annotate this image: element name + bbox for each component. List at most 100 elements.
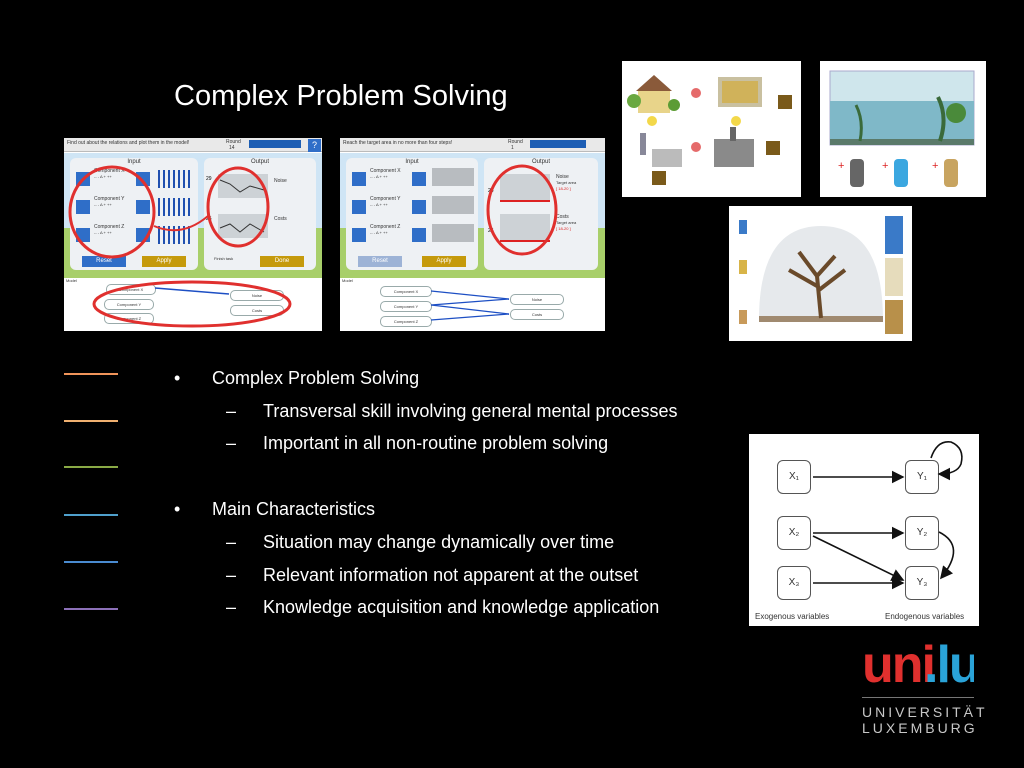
svg-text:+: + xyxy=(882,160,888,172)
output-panel: Output 29 25 Noise Costs Finish task Don… xyxy=(204,158,316,270)
reset-button: Reset xyxy=(82,256,126,267)
accent-line-1 xyxy=(64,373,118,375)
stepper-x: -- - Δ + ++ xyxy=(370,174,388,179)
help-button: ? xyxy=(308,139,321,152)
minus-button xyxy=(76,200,90,214)
bullet-mark: • xyxy=(174,499,181,519)
accent-line-4 xyxy=(64,514,118,516)
stepper-y: -- - Δ + ++ xyxy=(94,202,112,207)
output-name-noise: Noise xyxy=(556,174,569,180)
logo-text-lu: .lu xyxy=(924,636,974,688)
tree-illustration xyxy=(739,216,903,334)
sub-bullet-text: Situation may change dynamically over ti… xyxy=(263,532,615,552)
input-label: Input xyxy=(127,159,141,165)
model-node-x: Component X xyxy=(106,284,156,295)
output-name-noise: Noise xyxy=(274,178,287,184)
node-x3: X₃ xyxy=(777,566,811,600)
accent-line-6 xyxy=(64,608,118,610)
node-y3: Y₃ xyxy=(905,566,939,600)
endogenous-label: Endogenous variables xyxy=(885,612,965,621)
output-name-costs: Costs xyxy=(556,214,569,220)
output-label: Output xyxy=(531,159,550,165)
accent-line-5 xyxy=(64,561,118,563)
model-label: Model xyxy=(66,278,77,283)
round-value: 14 xyxy=(229,145,235,151)
apply-button: Apply xyxy=(422,256,466,267)
logo-text-uni: uni xyxy=(862,636,934,688)
uni-lu-mark: uni .lu xyxy=(862,636,981,694)
minus-button xyxy=(352,200,366,214)
scenario-image-aquarium: + + + xyxy=(820,61,986,197)
input-history xyxy=(432,168,474,248)
component-label-x: Component X xyxy=(370,168,401,174)
minus-button xyxy=(352,172,366,186)
target-area-value: [ 18-20 ] xyxy=(556,186,571,191)
minus-button xyxy=(352,228,366,242)
costs-trend-line xyxy=(219,223,265,233)
plus-button xyxy=(136,200,150,214)
finish-task-label: Finish task xyxy=(214,256,234,261)
progress-bar xyxy=(249,140,301,148)
logo-line-1: UNIVERSITÄT xyxy=(862,704,988,720)
target-area-label: Target area xyxy=(556,180,577,185)
node-y2: Y₂ xyxy=(905,516,939,550)
target-area-label: Target area xyxy=(556,220,577,225)
logo-divider xyxy=(862,697,974,698)
sub-bullet-mark: – xyxy=(226,597,237,617)
output-label: Output xyxy=(250,159,269,165)
component-label-z: Component Z xyxy=(370,224,401,230)
node-x1: X₁ xyxy=(777,460,811,494)
output-chart-noise xyxy=(500,174,550,202)
model-node-y: Component Y xyxy=(380,301,432,312)
input-history-y xyxy=(158,198,192,216)
aquarium-illustration: + + + xyxy=(829,70,975,187)
sub-bullet-text: Important in all non-routine problem sol… xyxy=(263,433,609,453)
model-node-costs: Costs xyxy=(510,309,564,320)
bullet-text: Main Characteristics xyxy=(212,499,376,519)
stepper-z: -- - Δ + ++ xyxy=(94,230,112,235)
annotation-overlay xyxy=(430,164,558,321)
noise-trend-line xyxy=(219,179,265,193)
target-area-value: [ 18-20 ] xyxy=(556,226,571,231)
accent-line-2 xyxy=(64,420,118,422)
progress-bar xyxy=(530,140,586,148)
reset-button: Reset xyxy=(358,256,402,267)
sim-screenshot-2: Reach the target area in no more than fo… xyxy=(340,138,605,331)
causal-diagram: X₁ X₂ X₃ Y₁ Y₂ Y₃ Exogenous variables En… xyxy=(749,434,979,626)
stepper-x: -- - Δ + ++ xyxy=(94,174,112,179)
input-history-x xyxy=(158,170,192,188)
university-logo: uni .lu UNIVERSITÄT LUXEMBURG xyxy=(862,636,988,736)
component-label-y: Component Y xyxy=(370,196,401,202)
sub-bullet-mark: – xyxy=(226,565,237,585)
model-label: Model xyxy=(342,278,353,283)
stepper-y: -- - Δ + ++ xyxy=(370,202,388,207)
plus-button xyxy=(412,172,426,186)
component-label-y: Component Y xyxy=(94,196,125,202)
round-label: Round xyxy=(226,139,241,145)
plus-button xyxy=(412,228,426,242)
output-panel: Output 25 25 Noise Target area [ 18-20 ]… xyxy=(484,158,598,270)
component-label-x: Component X xyxy=(94,168,125,174)
sub-bullet-mark: – xyxy=(226,532,237,552)
scenario-image-tree xyxy=(729,206,912,341)
logo-line-2: LUXEMBURG xyxy=(862,720,978,736)
bullet-mark: • xyxy=(174,368,181,388)
sub-bullet-text: Transversal skill involving general ment… xyxy=(263,401,678,421)
round-value: 1 xyxy=(511,145,514,151)
output-name-costs: Costs xyxy=(274,216,287,222)
model-node-noise: Noise xyxy=(510,294,564,305)
sub-bullet-mark: – xyxy=(226,401,237,421)
sub-bullet-text: Relevant information not apparent at the… xyxy=(263,565,639,585)
sim-screenshot-1: Find out about the relations and plot th… xyxy=(64,138,322,331)
component-label-z: Component Z xyxy=(94,224,125,230)
done-button: Done xyxy=(260,256,304,267)
bullet-text: Complex Problem Solving xyxy=(212,368,420,388)
slide-title: Complex Problem Solving xyxy=(174,80,508,112)
sim-instruction: Reach the target area in no more than fo… xyxy=(343,140,453,146)
round-label: Round xyxy=(508,139,523,145)
output-value-noise: 29 xyxy=(206,176,212,182)
output-chart-costs xyxy=(500,214,550,242)
accent-line-3 xyxy=(64,466,118,468)
plus-button xyxy=(412,200,426,214)
svg-text:+: + xyxy=(932,160,938,172)
